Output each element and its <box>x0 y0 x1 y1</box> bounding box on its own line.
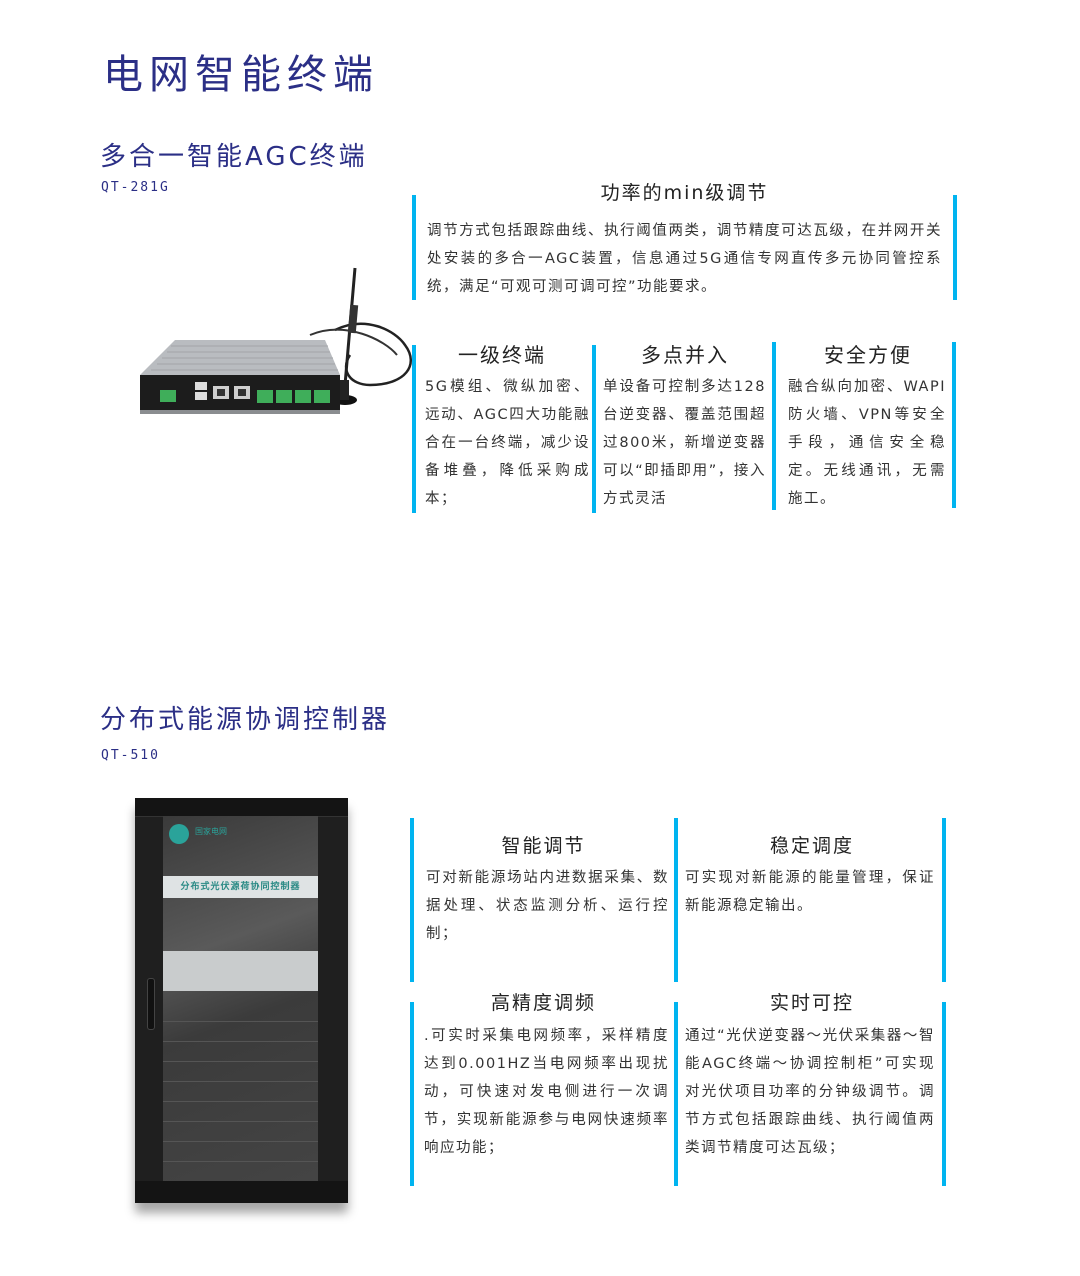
cabinet-brand: 国家电网 <box>195 827 227 836</box>
feature-card-frequency-regulation: 高精度调频 .可实时采集电网频率，采样精度达到0.001HZ当电网频率出现扰动，… <box>410 992 678 1186</box>
control-panel <box>163 951 318 991</box>
section1-model: QT-281G <box>101 180 170 195</box>
card-body: 5G模组、微纵加密、远动、AGC四大功能融合在一台终端，减少设备堆叠，降低采购成… <box>425 379 590 507</box>
section2-title: 分布式能源协调控制器 <box>100 705 391 735</box>
card-body: 可实现对新能源的能量管理，保证新能源稳定输出。 <box>685 870 935 914</box>
section2-model: QT-510 <box>101 748 160 763</box>
card-heading: 多点并入 <box>641 343 729 367</box>
cabinet-label: 分布式光伏源荷协同控制器 <box>163 876 318 898</box>
card-heading: 安全方便 <box>824 343 912 367</box>
card-body: 通过“光伏逆变器～光伏采集器～智能AGC终端～协调控制柜”可实现对光伏项目功率的… <box>685 1028 935 1156</box>
agc-terminal-image <box>135 260 425 420</box>
card-heading: 稳定调度 <box>769 835 854 857</box>
card-body: 可对新能源场站内进数据采集、数据处理、状态监测分析、运行控制； <box>426 870 669 942</box>
accent-bar <box>952 342 956 508</box>
feature-card-terminal: 一级终端 5G模组、微纵加密、远动、AGC四大功能融合在一台终端，减少设备堆叠，… <box>412 343 592 513</box>
feature-card-smart-regulation: 智能调节 可对新能源场站内进数据采集、数据处理、状态监测分析、运行控制； <box>410 818 678 982</box>
feature-card-power-regulation: 功率的min级调节 调节方式包括跟踪曲线、执行阈值两类，调节精度可达瓦级，在并网… <box>412 182 957 300</box>
card-body: 融合纵向加密、WAPI防火墙、VPN等安全手段，通信安全稳定。无线通讯，无需施工… <box>788 379 946 507</box>
accent-bar <box>592 345 596 513</box>
card-heading: 智能调节 <box>501 835 586 857</box>
accent-bar <box>412 345 416 513</box>
section1-title: 多合一智能AGC终端 <box>100 142 368 172</box>
accent-bar <box>942 1002 946 1186</box>
card-heading: 功率的min级调节 <box>600 182 769 204</box>
accent-bar <box>942 818 946 982</box>
card-heading: 高精度调频 <box>490 992 596 1014</box>
agc-terminal-illustration <box>140 267 412 414</box>
cabinet-handle <box>147 978 155 1030</box>
cabinet-base <box>135 1181 348 1203</box>
accent-bar <box>674 818 678 982</box>
accent-bar <box>953 195 957 300</box>
card-body: 单设备可控制多达128台逆变器、覆盖范围超过800米，新增逆变器可以“即插即用”… <box>603 379 766 507</box>
accent-bar <box>410 1002 414 1186</box>
feature-card-multipoint: 多点并入 单设备可控制多达128台逆变器、覆盖范围超过800米，新增逆变器可以“… <box>592 342 778 513</box>
cabinet-top <box>135 798 348 817</box>
controller-cabinet-image: 国家电网 分布式光伏源荷协同控制器 <box>135 798 348 1203</box>
card-body: 调节方式包括跟踪曲线、执行阈值两类，调节精度可达瓦级，在并网开关处安装的多合一A… <box>427 223 942 295</box>
page-title: 电网智能终端 <box>103 52 379 98</box>
card-heading: 一级终端 <box>458 343 546 367</box>
accent-bar <box>412 195 416 300</box>
accent-bar <box>772 342 776 510</box>
card-heading: 实时可控 <box>769 992 854 1014</box>
feature-card-realtime-control: 实时可控 通过“光伏逆变器～光伏采集器～智能AGC终端～协调控制柜”可实现对光伏… <box>677 992 947 1186</box>
card-body: .可实时采集电网频率，采样精度达到0.001HZ当电网频率出现扰动，可快速对发电… <box>424 1028 669 1156</box>
cabinet-door: 国家电网 分布式光伏源荷协同控制器 <box>163 816 318 1181</box>
accent-bar <box>674 1002 678 1186</box>
feature-card-stable-dispatch: 稳定调度 可实现对新能源的能量管理，保证新能源稳定输出。 <box>677 818 947 982</box>
feature-card-security: 安全方便 融合纵向加密、WAPI防火墙、VPN等安全手段，通信安全稳定。无线通讯… <box>778 342 958 510</box>
brand-logo-icon <box>169 824 189 844</box>
accent-bar <box>410 818 414 982</box>
